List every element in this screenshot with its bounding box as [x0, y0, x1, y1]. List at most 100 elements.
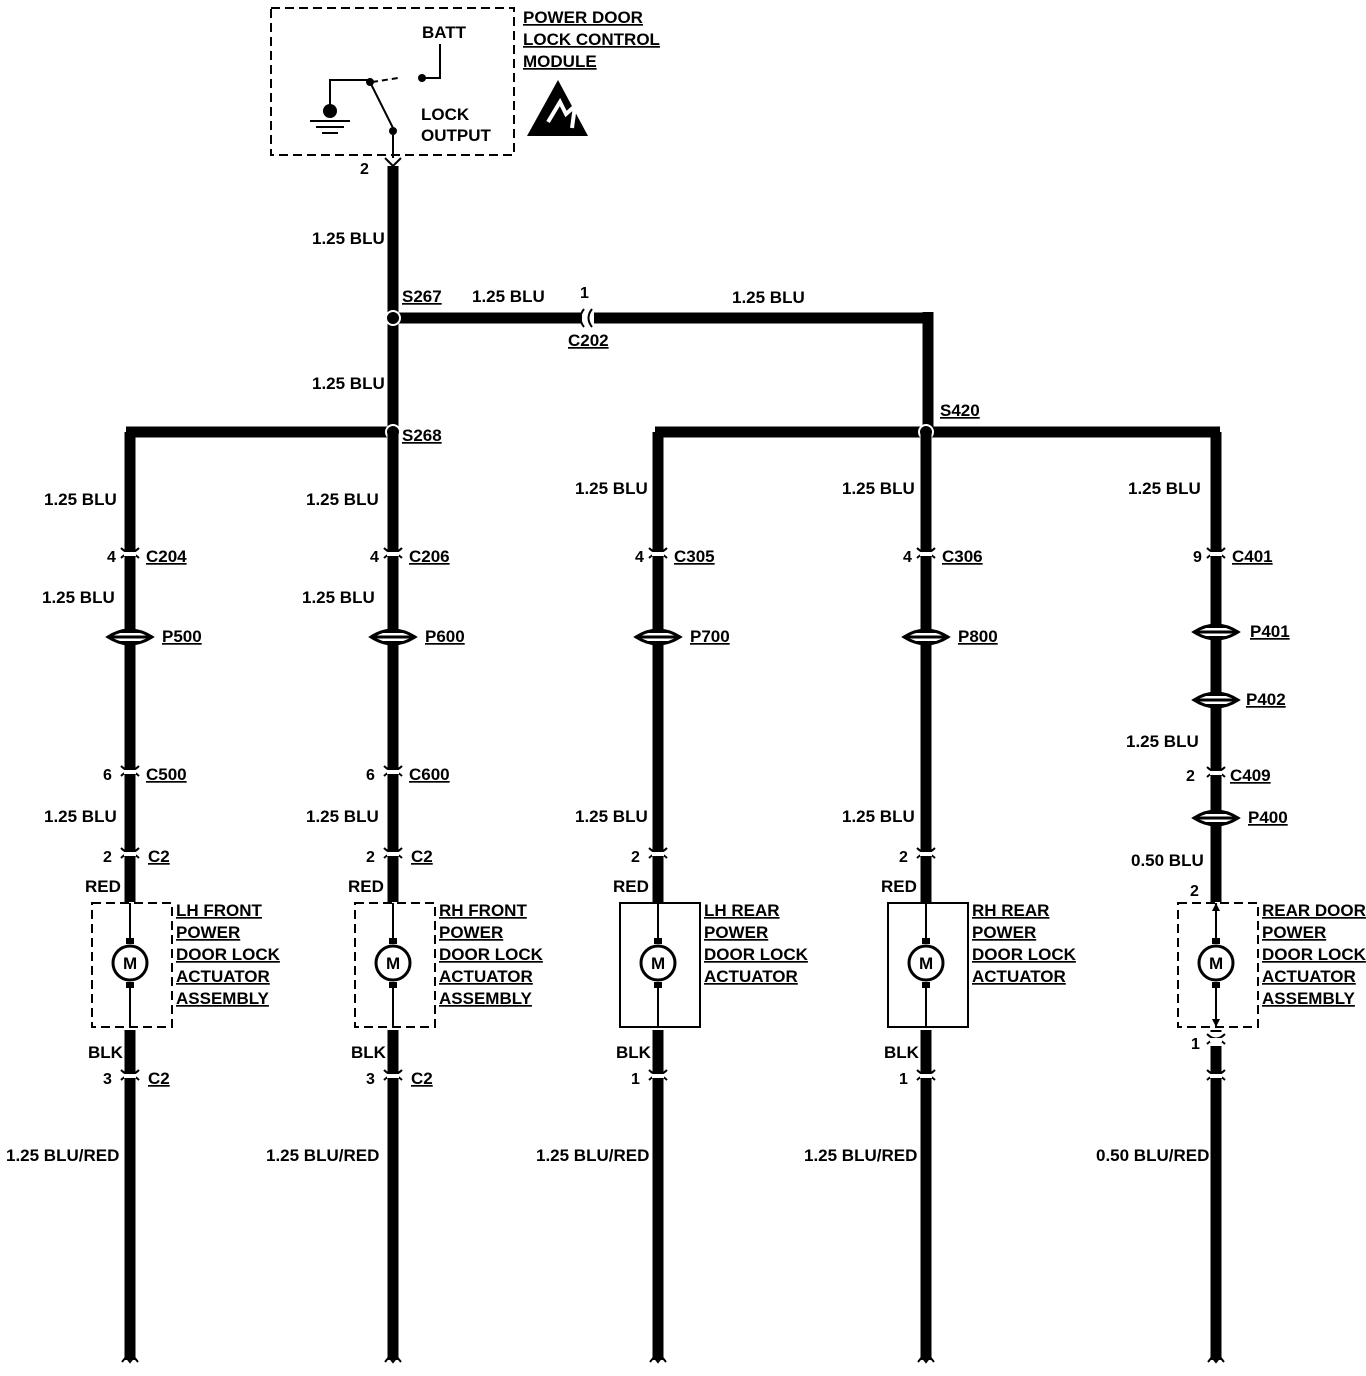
branch-2-conn1-pin: 4: [370, 549, 379, 566]
splice-s420-label: S420: [940, 401, 980, 420]
splice-s268-label: S268: [402, 426, 442, 445]
branch-2-actuator-out-pin: 3: [366, 1071, 375, 1088]
branch-wire-left-label: 1.25 BLU: [472, 287, 545, 306]
trunk-wiring: [126, 166, 1220, 440]
branch-2-wire-upper-label: 1.25 BLU: [306, 490, 379, 509]
branch-5-wire-lower-label: 0.50 BLU: [1131, 851, 1204, 870]
module-title-line-1: POWER DOOR: [523, 8, 643, 27]
branch-5-passthrough-1: [1191, 623, 1241, 641]
c202-pin: 1: [580, 285, 589, 302]
module-title-line-2: LOCK CONTROL: [523, 30, 660, 49]
branch-5-wire-upper-label: 1.25 BLU: [1128, 479, 1201, 498]
branch-1-conn2-pin: 6: [103, 767, 112, 784]
branch-2-wire-out-label: 1.25 BLU/RED: [266, 1146, 379, 1165]
branch-1-conn1-pin: 4: [107, 549, 116, 566]
branch-4-in-color: RED: [881, 877, 917, 896]
branch-4-wire-lower-label: 1.25 BLU: [842, 807, 915, 826]
branch-5-actuator-label-line-1: REAR DOOR: [1262, 901, 1366, 920]
branch-2-actuator-label-line-4: ACTUATOR: [439, 967, 533, 986]
branch-4-actuator-in-pin: 2: [899, 849, 908, 866]
motor-label: M: [919, 954, 933, 973]
branch-2-conn2: [383, 765, 403, 777]
trunk-wire-mid-label: 1.25 BLU: [312, 374, 385, 393]
trunk-wire-top-label: 1.25 BLU: [312, 229, 385, 248]
branch-5-conn2-label: C409: [1230, 766, 1271, 785]
branch-3-actuator-label-line-4: ACTUATOR: [704, 967, 798, 986]
batt-label: BATT: [422, 23, 467, 42]
branch-3-conn1: [648, 547, 668, 559]
motor-icon: M: [1197, 938, 1235, 988]
branch-4-actuator-label-line-4: ACTUATOR: [972, 967, 1066, 986]
branch-5-actuator-out-pin: 1: [1191, 1036, 1200, 1053]
branch-2-conn2-pin: 6: [366, 767, 375, 784]
branch-3-wire-lower-label: 1.25 BLU: [575, 807, 648, 826]
branch-2-actuator-in-conn: [383, 847, 403, 859]
branch-1-actuator-label-line-1: LH FRONT: [176, 901, 263, 920]
branch-1-actuator-out-conn: [120, 1069, 140, 1081]
branch-4-conn1-label: C306: [942, 547, 983, 566]
branch-2-in-color: RED: [348, 877, 384, 896]
branch-1-wire-after-conn-label: 1.25 BLU: [42, 588, 115, 607]
c202-connector: [579, 308, 593, 328]
branch-1-wire-upper-label: 1.25 BLU: [44, 490, 117, 509]
esd-warning-icon: [527, 80, 588, 136]
branch-5-conn1: [1206, 547, 1226, 559]
branch-1-actuator-label-line-5: ASSEMBLY: [176, 989, 270, 1008]
branch-5-actuator-label-line-3: DOOR LOCK: [1262, 945, 1366, 964]
branch-3-conn1-label: C305: [674, 547, 715, 566]
branch-3-conn1-pin: 4: [635, 549, 644, 566]
branch-3-actuator-out-pin: 1: [631, 1071, 640, 1088]
branch-1-actuator-in-pin: 2: [103, 849, 112, 866]
branch-1-actuator-out-conn-label: C2: [148, 1069, 170, 1088]
branch-2-actuator-out-conn: [383, 1069, 403, 1081]
branch-2-actuator-in-pin: 2: [366, 849, 375, 866]
branch-4-actuator-label-line-2: POWER: [972, 923, 1036, 942]
branch-1-actuator-in-conn-label: C2: [148, 847, 170, 866]
branch-2-actuator-in-conn-label: C2: [411, 847, 433, 866]
branch-5-conn1-pin: 9: [1193, 549, 1202, 566]
branch-2-actuator-label-line-1: RH FRONT: [439, 901, 527, 920]
branch-5-actuator-out-conn-rear: [1206, 1033, 1226, 1045]
branch-2-conn2-label: C600: [409, 765, 450, 784]
branch-1-passthrough-label: P500: [162, 627, 202, 646]
branch-2-passthrough-label: P600: [425, 627, 465, 646]
branch-4-out-color: BLK: [884, 1043, 920, 1062]
branch-4-actuator-out-conn: [916, 1069, 936, 1081]
branch-1-conn1-label: C204: [146, 547, 187, 566]
branch-2-actuator-out-conn-label: C2: [411, 1069, 433, 1088]
branch-3-actuator-label-line-2: POWER: [704, 923, 768, 942]
branch-2-actuator-label-line-2: POWER: [439, 923, 503, 942]
branch-5-actuator-label-line-5: ASSEMBLY: [1262, 989, 1356, 1008]
branch-5-conn2: [1206, 766, 1226, 778]
branch-3-actuator-in-pin: 2: [631, 849, 640, 866]
output-label-line-2: OUTPUT: [421, 126, 492, 145]
branch-5-conn1-label: C401: [1232, 547, 1273, 566]
lock-switch-schematic: [310, 44, 441, 158]
branch-5-conn2-pin: 2: [1186, 768, 1195, 785]
ground-icon: [310, 120, 350, 134]
branch-4-actuator-label-line-1: RH REAR: [972, 901, 1049, 920]
motor-icon: M: [111, 938, 149, 988]
module-output-pin: 2: [360, 161, 369, 178]
branch-2-passthrough: [368, 628, 418, 646]
branch-2-wire-after-conn-label: 1.25 BLU: [302, 588, 375, 607]
motor-icon: M: [907, 938, 945, 988]
splice-s267: [385, 310, 401, 326]
branch-3-actuator-label-line-1: LH REAR: [704, 901, 780, 920]
branch-1-in-color: RED: [85, 877, 121, 896]
splice-s267-label: S267: [402, 287, 442, 306]
branch-2-conn1-label: C206: [409, 547, 450, 566]
branch-5-passthrough-3: [1191, 809, 1241, 827]
branch-4-conn1: [916, 547, 936, 559]
branch-5-passthrough-1-label: P401: [1250, 622, 1290, 641]
branch-1-wire-lower-label: 1.25 BLU: [44, 807, 117, 826]
module-title-line-3: MODULE: [523, 52, 597, 71]
branch-1-actuator-in-conn: [120, 847, 140, 859]
branch-4-actuator-label-line-3: DOOR LOCK: [972, 945, 1077, 964]
